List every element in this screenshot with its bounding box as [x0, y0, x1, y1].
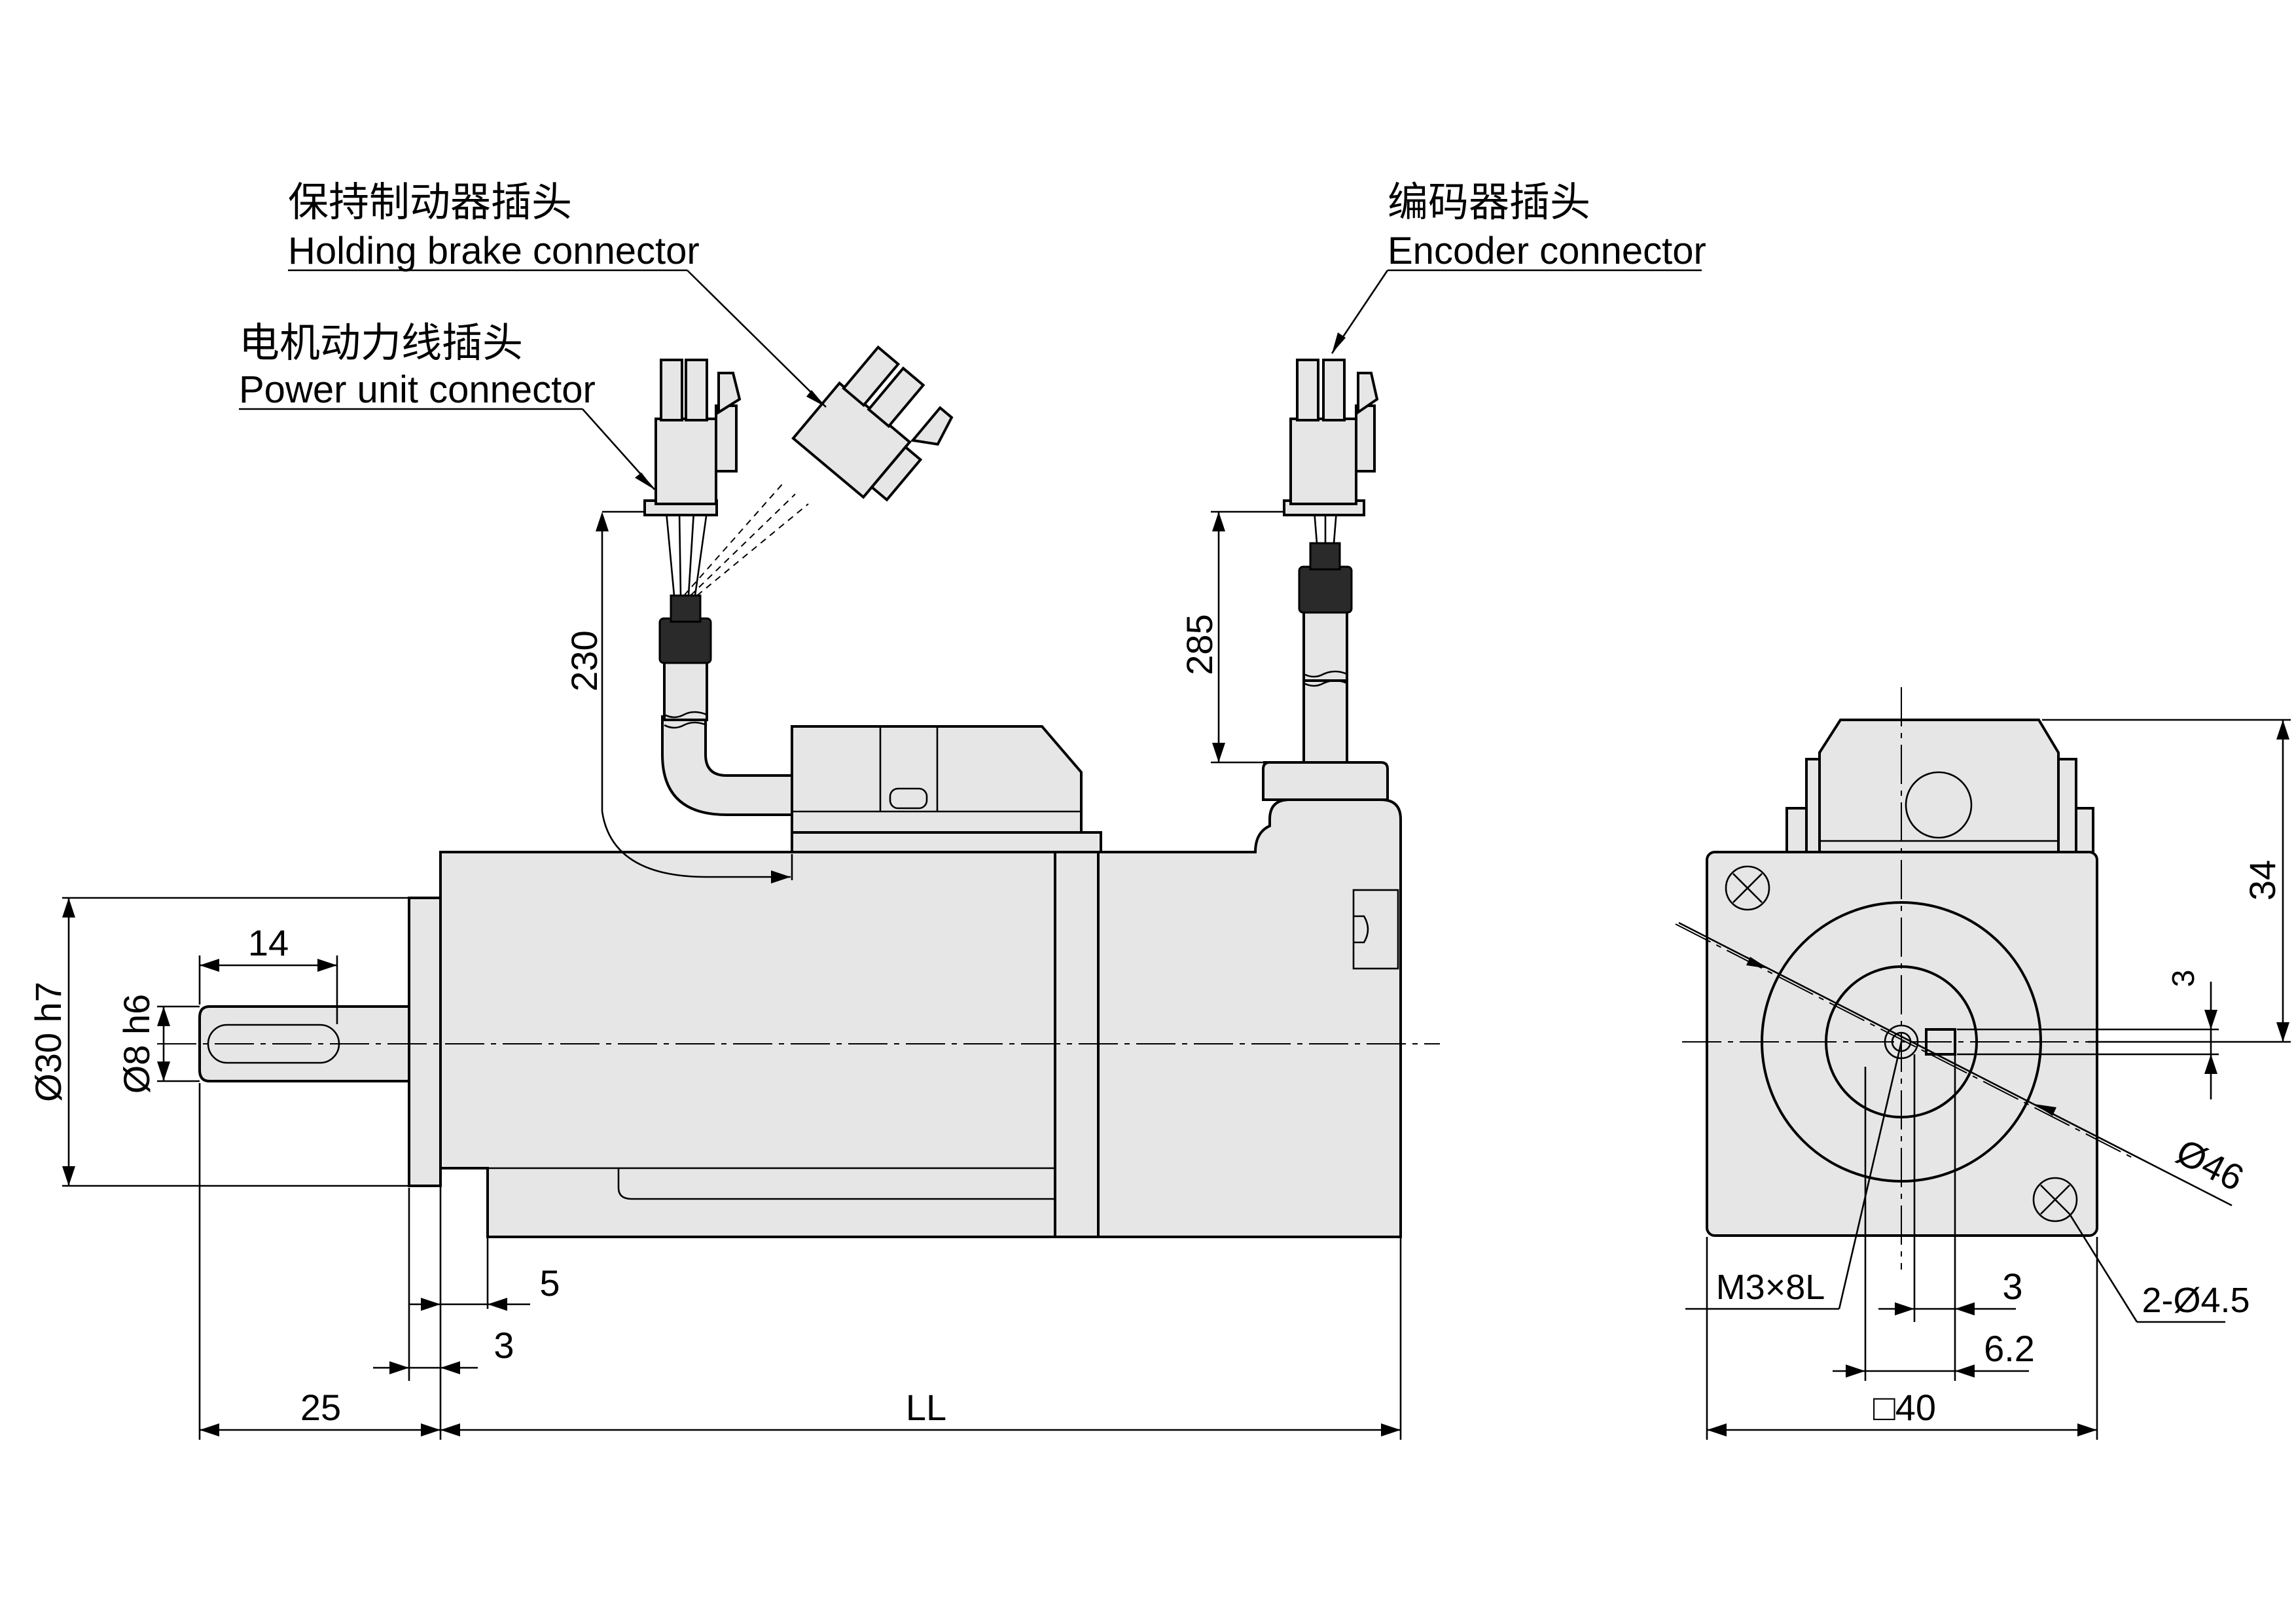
encoder-label-en: Encoder connector [1388, 230, 1706, 272]
front-top-housing [1785, 719, 2094, 855]
dim-230: 230 [564, 630, 605, 691]
mounting-hole-bottom-right [2032, 1177, 2078, 1222]
dim-40: □40 [1873, 1387, 1936, 1428]
dim-2-45: 2-Ø4.5 [2142, 1281, 2250, 1320]
front-view [1675, 687, 2134, 1270]
dim-m3x8l: M3×8L [1716, 1268, 1825, 1307]
brake-label-cn: 保持制动器插头 [288, 178, 572, 226]
encoder-label-cn: 编码器插头 [1388, 178, 1590, 226]
dim-3-side: 3 [493, 1325, 514, 1366]
dim-34: 34 [2242, 860, 2283, 901]
brake-housing [791, 725, 1102, 853]
dim-14: 14 [248, 922, 289, 963]
power-label-cn: 电机动力线插头 [239, 319, 523, 366]
callout-leaders [239, 269, 1702, 490]
power-cable [658, 511, 793, 816]
dim-5: 5 [539, 1262, 560, 1304]
encoder-cable [1262, 510, 1389, 801]
brake-connector [791, 345, 954, 502]
dim-3-front: 3 [2002, 1266, 2022, 1307]
dim-6-2: 6.2 [1984, 1328, 2035, 1369]
encoder-side-latch [1352, 889, 1399, 970]
power-connector [643, 359, 742, 516]
encoder-connector [1283, 359, 1379, 516]
side-dimensions [62, 510, 1402, 1440]
brake-label-en: Holding brake connector [288, 230, 700, 272]
flange [408, 897, 442, 1187]
side-view [157, 345, 1440, 1238]
dimension-labels: 230 285 14 Ø30 h7 Ø8 h6 5 3 25 LL 34 3 Ø… [27, 614, 2283, 1428]
power-label-en: Power unit connector [239, 368, 596, 411]
dim-8h6: Ø8 h6 [116, 994, 157, 1094]
front-dimensions [1678, 719, 2291, 1440]
dim-25: 25 [300, 1387, 341, 1428]
dim-30h7: Ø30 h7 [27, 982, 69, 1102]
dim-3-key: 3 [2166, 970, 2201, 988]
dim-LL: LL [906, 1387, 946, 1428]
callout-labels: 保持制动器插头 Holding brake connector 编码器插头 En… [239, 178, 1706, 411]
motor-body [439, 798, 1402, 1238]
mounting-hole-top-left [1725, 865, 1770, 911]
dim-46: Ø46 [2170, 1131, 2250, 1199]
dim-285: 285 [1179, 614, 1220, 675]
